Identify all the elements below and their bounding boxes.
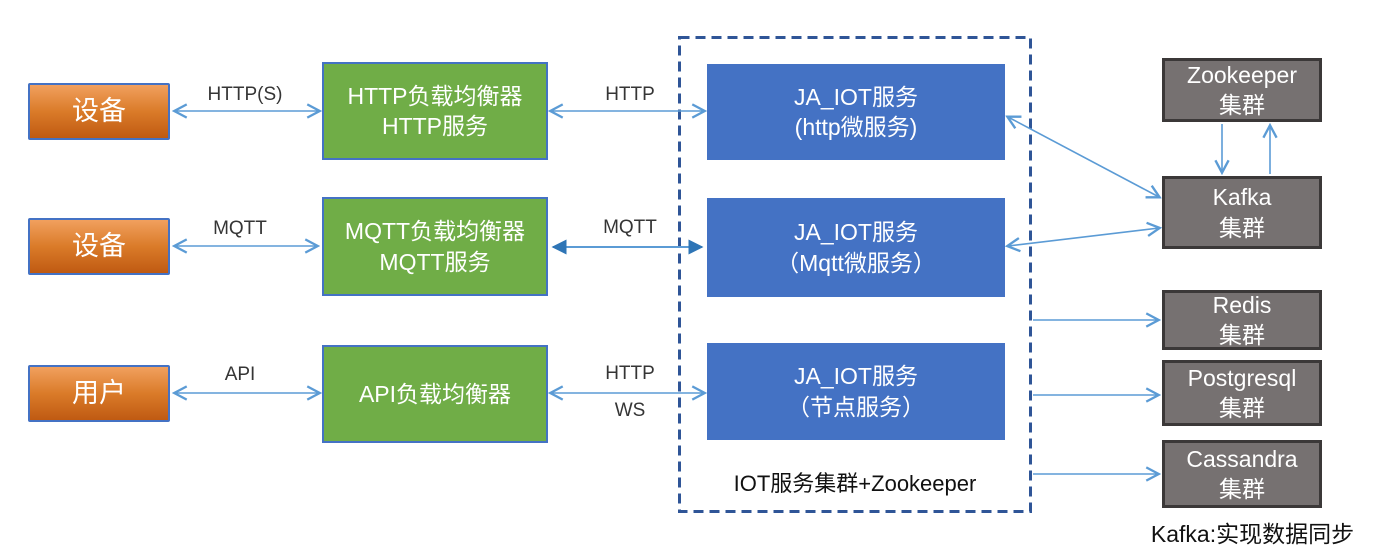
node-label-line1: API负载均衡器 xyxy=(358,380,512,407)
node-postgresql-cluster: Postgresql 集群 xyxy=(1162,360,1322,426)
node-label-line1: Kafka xyxy=(1212,184,1272,211)
node-http-loadbalancer: HTTP负载均衡器 HTTP服务 xyxy=(322,62,548,160)
node-label-line2: 集群 xyxy=(1219,92,1265,118)
node-mqtt-loadbalancer: MQTT负载均衡器 MQTT服务 xyxy=(322,197,548,296)
node-cassandra-cluster: Cassandra 集群 xyxy=(1162,440,1322,508)
node-label-line1: JA_IOT服务 xyxy=(794,83,918,110)
node-label-line1: JA_IOT服务 xyxy=(794,219,918,246)
node-device-http: 设备 xyxy=(28,83,170,140)
node-label-line2: (http微服务) xyxy=(794,114,918,140)
node-iot-node-service: JA_IOT服务 （节点服务） xyxy=(707,343,1005,440)
edge-label-mqtt-left: MQTT xyxy=(213,218,267,239)
node-label: 用户 xyxy=(72,377,126,408)
edge-label-api: API xyxy=(224,364,256,385)
node-label-line2: （Mqtt微服务） xyxy=(776,249,936,276)
node-api-loadbalancer: API负载均衡器 xyxy=(322,345,548,443)
node-label-line2: MQTT服务 xyxy=(379,248,491,275)
edge-label-https: HTTP(S) xyxy=(207,84,283,105)
node-label-line1: Postgresql xyxy=(1187,364,1297,391)
node-label: 设备 xyxy=(72,95,126,126)
kafka-footnote: Kafka:实现数据同步 xyxy=(1150,521,1355,547)
edge-label-http-row3: HTTP xyxy=(605,363,655,384)
edge-label-http-row1: HTTP xyxy=(605,84,655,105)
node-label-line2: HTTP服务 xyxy=(381,113,489,139)
node-label-line2: 集群 xyxy=(1219,395,1265,421)
edge-label-mqtt-mid: MQTT xyxy=(603,217,657,238)
node-iot-mqtt-service: JA_IOT服务 （Mqtt微服务） xyxy=(707,198,1005,297)
arrow-iotmqtt-kafka xyxy=(1008,228,1159,246)
node-device-mqtt: 设备 xyxy=(28,218,170,275)
node-label-line2: 集群 xyxy=(1219,476,1265,502)
node-kafka-cluster: Kafka 集群 xyxy=(1162,176,1322,249)
node-label-line1: MQTT负载均衡器 xyxy=(344,218,526,245)
iot-cluster-label: IOT服务集群+Zookeeper xyxy=(733,471,977,496)
node-redis-cluster: Redis 集群 xyxy=(1162,290,1322,350)
arrow-iothttp-kafka xyxy=(1008,117,1159,197)
node-label-line1: Redis xyxy=(1212,291,1272,318)
node-label-line2: 集群 xyxy=(1219,214,1265,241)
node-label-line1: Zookeeper xyxy=(1187,61,1297,88)
node-user: 用户 xyxy=(28,365,170,422)
iot-cluster-dashed-border xyxy=(678,36,1032,513)
node-label-line1: Cassandra xyxy=(1186,445,1298,472)
node-zookeeper-cluster: Zookeeper 集群 xyxy=(1162,58,1322,122)
edge-label-ws: WS xyxy=(614,400,646,421)
node-label-line2: 集群 xyxy=(1219,322,1265,348)
node-label: 设备 xyxy=(72,230,126,261)
node-label-line1: HTTP负载均衡器 xyxy=(347,82,523,109)
node-iot-http-service: JA_IOT服务 (http微服务) xyxy=(707,64,1005,160)
node-label-line1: JA_IOT服务 xyxy=(794,363,918,390)
node-label-line2: （节点服务） xyxy=(787,393,925,420)
